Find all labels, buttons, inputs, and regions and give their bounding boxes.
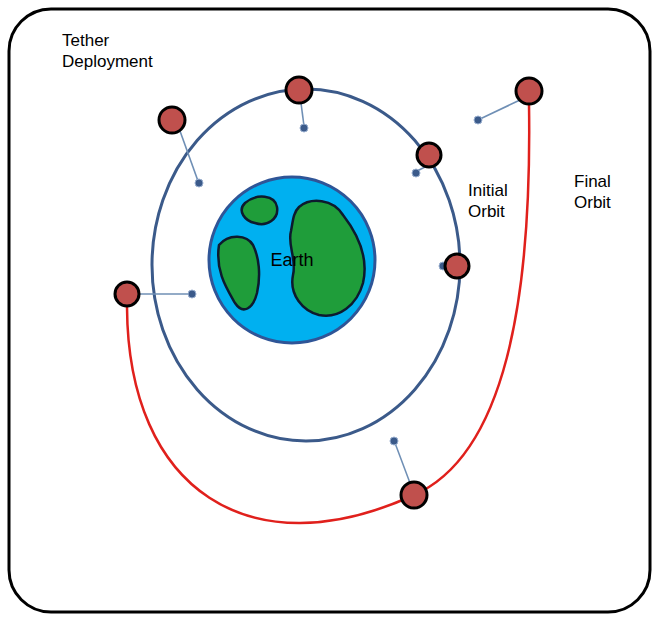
end-masses	[188, 116, 482, 445]
satellites	[115, 77, 542, 508]
frame	[9, 9, 650, 612]
annotation-label: Final Orbit	[574, 171, 634, 214]
node-label: Earth	[270, 250, 313, 271]
annotation-label: Tether Deployment	[62, 30, 158, 73]
earth-node: Earth	[207, 175, 377, 345]
tethers	[140, 100, 520, 483]
final-orbit	[127, 104, 529, 523]
annotation-label: Initial Orbit	[468, 180, 534, 223]
initial-orbit	[152, 89, 460, 441]
